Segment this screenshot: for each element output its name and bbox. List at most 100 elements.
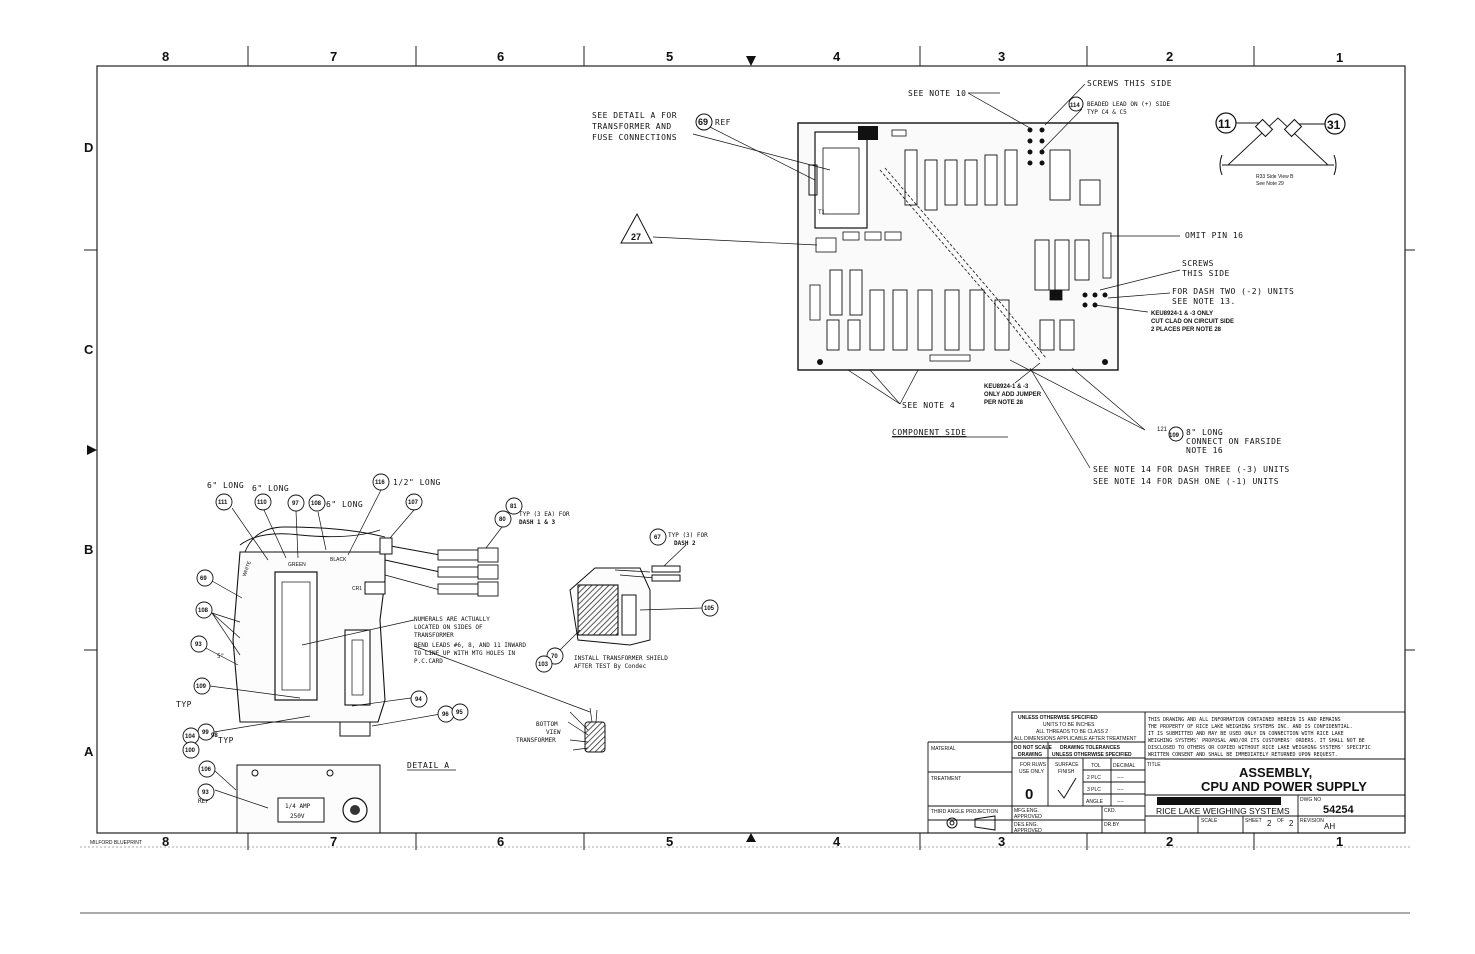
zone-label-side: B	[84, 542, 93, 557]
callout-81: 81	[510, 504, 517, 510]
tb-mfg: APPROVED	[1014, 814, 1042, 820]
callout-70: 70	[551, 654, 558, 660]
note-keu-clad: CUT CLAD ON CIRCUIT SIDE	[1151, 319, 1234, 325]
tb-3plc: 3 PLC	[1087, 787, 1101, 793]
tb-dash: ----	[1117, 799, 1124, 805]
zone-label-bottom: 6	[497, 834, 504, 849]
fuse-voltage: 250V	[290, 813, 305, 820]
quick-connect-terminals	[437, 547, 499, 597]
callout-110: 110	[257, 500, 267, 506]
note-typ-3ea: DASH 1 & 3	[519, 519, 556, 526]
zone-label-bottom: 7	[330, 834, 337, 849]
note-keu-jumper: ONLY ADD JUMPER	[984, 392, 1042, 398]
transformer-shield	[577, 584, 619, 636]
zone-label-side: A	[84, 744, 94, 759]
note-six-long: 6" LONG	[207, 481, 244, 490]
tb-drawing-tol: DRAWING TOLERANCES	[1060, 745, 1121, 751]
tb-tol: UNLESS OTHERWISE SPECIFIED	[1018, 715, 1098, 721]
tb-sheet: 2	[1267, 819, 1272, 828]
tb-proprietary: THIS DRAWING AND ALL INFORMATION CONTAIN…	[1148, 717, 1341, 723]
callout-67: 67	[654, 535, 661, 541]
callout-99: 99	[202, 730, 209, 736]
note-beaded-lead: TYP C4 & C5	[1087, 109, 1127, 116]
zone-label-bottom: 5	[666, 834, 673, 849]
callout-93: 93	[195, 642, 202, 648]
note-six-long: 6" LONG	[252, 484, 289, 493]
tb-scale-label: SCALE	[1201, 818, 1218, 824]
note-dash-two: FOR DASH TWO (-2) UNITS	[1172, 287, 1294, 296]
tb-company: RICE LAKE WEIGHING SYSTEMS	[1156, 806, 1290, 816]
r33-label: See Note 29	[1256, 181, 1284, 187]
tb-decimal: DECIMAL	[1113, 763, 1135, 769]
third-angle-projection-icon	[946, 815, 996, 831]
callout-95: 95	[456, 710, 463, 716]
detail-a-assembly: CR1 GREEN BLACK WHITE	[232, 526, 499, 737]
callout-114: 114	[1070, 103, 1080, 109]
zone-label-bottom: 8	[162, 834, 169, 849]
callout-96: 96	[442, 712, 449, 718]
callout-108b: 108	[198, 608, 209, 614]
note-numerals: TRANSFORMER	[414, 632, 454, 639]
note-dash-one: SEE NOTE 14 FOR DASH ONE (-1) UNITS	[1093, 477, 1279, 486]
note-eight-long: 8" LONG	[1186, 428, 1223, 437]
callout-31: 31	[1327, 118, 1341, 132]
note-detail-ref: TRANSFORMER AND	[592, 122, 672, 131]
component-side-label: COMPONENT SIDE	[892, 428, 966, 437]
callout-98: 98	[211, 733, 218, 739]
callout-circle	[695, 113, 713, 131]
tb-tol: ALL THREADS TO BE CLASS 2	[1036, 729, 1108, 735]
pcb-wire-trace	[879, 169, 1041, 361]
zone-label-bottom: 4	[833, 834, 841, 849]
note-eight-long: NOTE 16	[1186, 446, 1223, 455]
callout-109: 109	[1169, 433, 1180, 439]
pcb-ic-chips	[826, 149, 1101, 351]
callout-106: 106	[201, 767, 212, 773]
detail-fuse-holder	[344, 629, 371, 706]
tb-tol: UNITS TO BE INCHES	[1043, 722, 1095, 728]
tb-zero: 0	[1025, 786, 1033, 803]
cr1-label: CR1	[352, 586, 362, 592]
note-screws: THIS SIDE	[1182, 269, 1230, 278]
note-six-long: 6" LONG	[326, 500, 363, 509]
bottom-view-transformer	[567, 707, 606, 753]
note-screws-this-side: SCREWS THIS SIDE	[1087, 79, 1172, 88]
note-half-long: 1/2" LONG	[393, 478, 441, 487]
zone-label-top: 8	[162, 49, 169, 64]
note-bend-leads: BEND LEADS #6, 8, AND 11 INWARD	[414, 642, 526, 649]
r33-side-view: 11 31 R33 Side View B See Note 29	[1215, 112, 1346, 187]
tb-proprietary: DISCLOSED TO OTHERS OR COPIED WITHOUT RI…	[1148, 745, 1371, 751]
shield-view	[569, 565, 681, 646]
wire-green: GREEN	[288, 562, 306, 568]
note-typ3: DASH 2	[674, 540, 696, 547]
tb-dash: ----	[1117, 775, 1124, 781]
callout-107: 107	[408, 500, 419, 506]
tb-of-label: OF	[1277, 818, 1284, 824]
leader-lines	[652, 83, 1181, 469]
note-eight-long: CONNECT ON FARSIDE	[1186, 437, 1282, 446]
note-five-in: 5"	[217, 653, 224, 660]
callout-circle	[1168, 426, 1184, 442]
note-see-note-4: SEE NOTE 4	[902, 401, 955, 410]
callout-94: 94	[415, 697, 422, 703]
callout-121: 121	[1157, 427, 1168, 433]
callout-80: 80	[499, 517, 506, 523]
callout-97: 97	[292, 501, 299, 507]
tb-treatment: TREATMENT	[931, 776, 961, 782]
tb-title-line-2: CPU AND POWER SUPPLY	[1201, 779, 1367, 794]
zone-label-top: 2	[1166, 49, 1173, 64]
note-bottom-view: BOTTOM	[536, 721, 558, 728]
tb-surface: SURFACE	[1055, 762, 1079, 768]
note-keu-jumper: PER NOTE 28	[984, 400, 1024, 406]
zone-label-top: 3	[998, 49, 1005, 64]
note-detail-ref: FUSE CONNECTIONS	[592, 133, 677, 142]
pcb-black-block	[858, 126, 878, 140]
pcb-board: T1	[797, 122, 1119, 371]
tb-dwg-no: 54254	[1323, 804, 1354, 816]
tb-proprietary: WEIGHING SYSTEMS' PROPOSAL AND/OR ITS CU…	[1148, 738, 1365, 744]
tb-des: APPROVED	[1014, 828, 1042, 834]
tb-sheet-label: SHEET	[1245, 818, 1262, 824]
tb-2plc: 2 PLC	[1087, 775, 1101, 781]
tb-for-rlws: USE ONLY	[1019, 769, 1045, 775]
zone-label-top: 1	[1336, 50, 1343, 65]
